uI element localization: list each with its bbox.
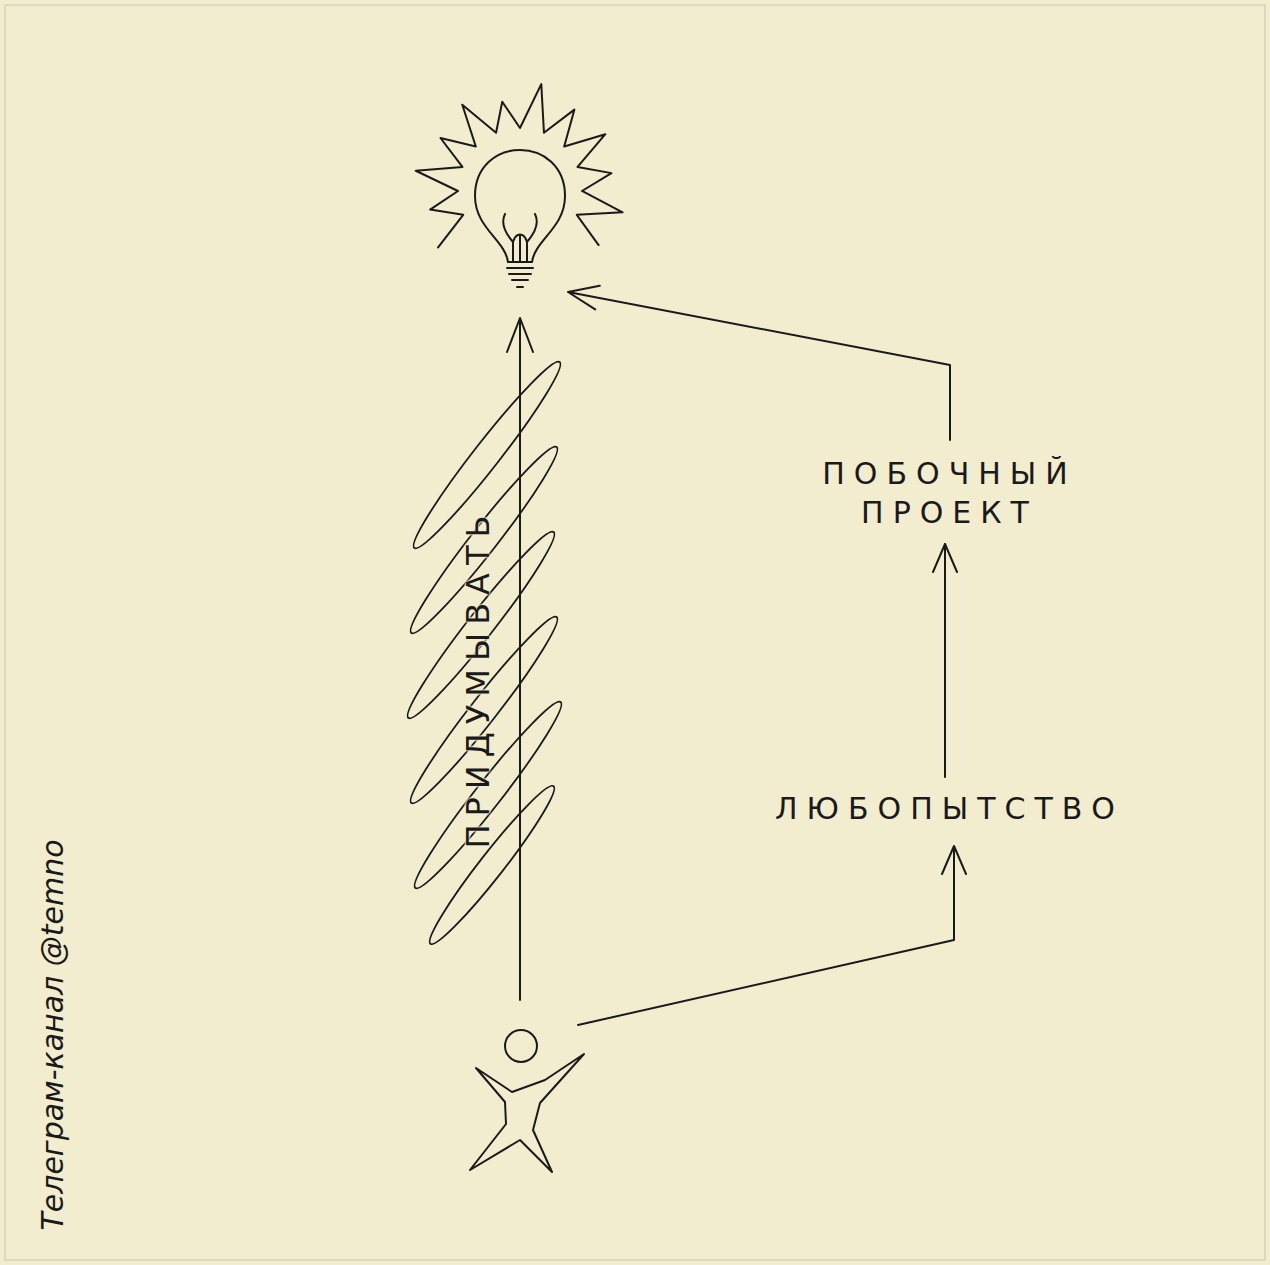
step-label: ЛЮБОПЫТСТВО <box>766 789 1124 828</box>
connectors <box>933 544 957 777</box>
person-figure <box>470 1030 584 1172</box>
bulb-glass <box>475 150 565 262</box>
arrow-head <box>933 544 957 572</box>
crossed-out-label: ПРИДУМЫВАТЬ <box>459 508 497 857</box>
flow-step: ПОБОЧНЫЙ ПРОЕКТ <box>789 450 1101 536</box>
curiosity-path <box>578 846 966 1025</box>
step-label: ПОБОЧНЫЙ ПРОЕКТ <box>795 454 1095 532</box>
project-to-idea-path <box>568 286 950 440</box>
watermark: Телеграм-канал @temno <box>35 839 70 1230</box>
bulb-filament <box>503 214 537 262</box>
lightbulb-icon <box>416 84 623 287</box>
invent-arrow <box>507 318 533 1000</box>
flow-arrow <box>933 544 957 777</box>
flow-step: ЛЮБОПЫТСТВО <box>760 785 1130 832</box>
bulb-rays <box>416 84 623 247</box>
scribble <box>398 354 571 951</box>
arrow-shaft <box>944 544 946 777</box>
frame <box>5 5 1265 1260</box>
bulb-base <box>507 268 533 287</box>
person-body <box>470 1054 584 1172</box>
person-head <box>505 1030 537 1062</box>
